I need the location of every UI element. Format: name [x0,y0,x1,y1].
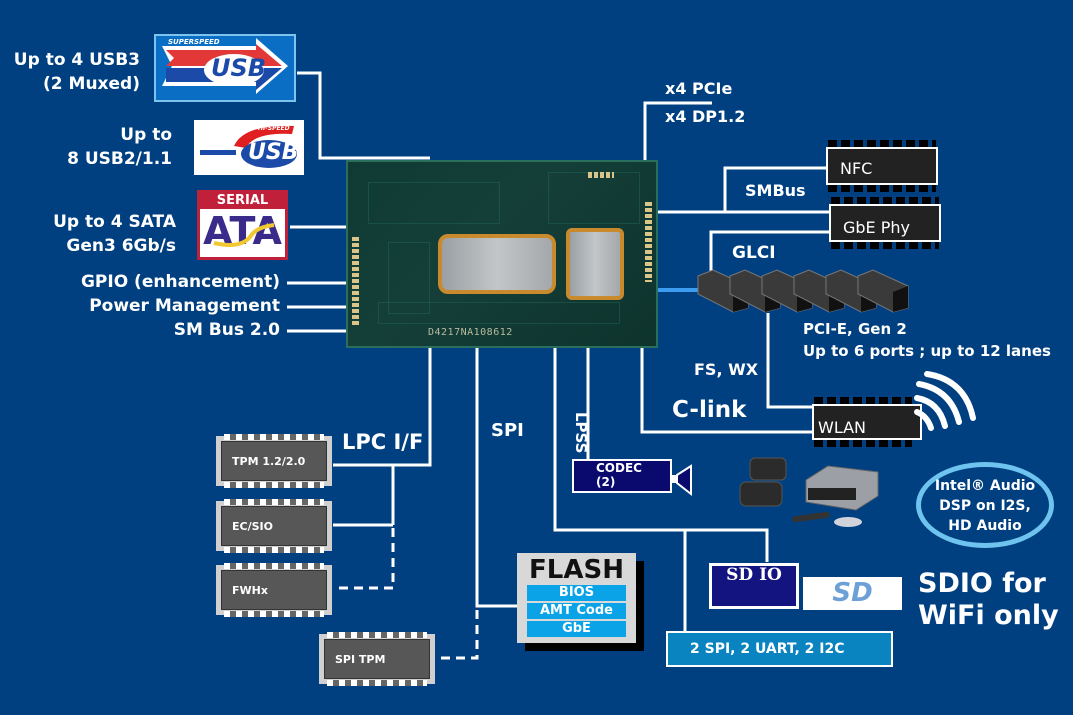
wire-smbus [658,166,830,214]
flash-chip: FLASH BIOS AMT Code GbE [517,553,636,643]
clink-label: C-link [672,397,747,423]
pch-die [566,228,624,300]
cpu-die [438,234,556,294]
nfc-chip: NFC [826,140,938,192]
soc-package: D4217NA108612 [346,160,658,348]
sdio-wifi-label: SDIO for WiFi only [918,568,1059,631]
dp-label: x4 DP1.2 [665,107,746,126]
pcie-slot [857,269,909,313]
nfc-label: NFC [840,159,873,178]
wlan-chip: WLAN [812,397,922,447]
fwhx-chip: FWHx [216,563,332,617]
flash-row-amt: AMT Code [527,603,626,619]
wifi-signal-icon [914,371,976,431]
usb3-label: Up to 4 USB3 (2 Muxed) [13,50,140,94]
sd-logo-text: SD [832,578,873,608]
sata-label: Up to 4 SATA Gen3 6Gb/s [53,212,176,256]
audio-dsp-ellipse: Intel® Audio DSP on I2S, HD Audio [916,462,1054,548]
fwhx-label: FWHx [221,570,327,610]
usb2-logo-caption: HI-SPEED [258,125,290,132]
wire-lpc [333,348,432,467]
home-audio-system-icon [739,457,879,527]
pad-row-right [645,202,652,282]
flash-row-gbe: GbE [527,621,626,637]
gbe-phy-chip: GbE Phy [829,197,941,249]
spi-label: SPI [491,420,524,441]
usb2-label: Up to 8 USB2/1.1 [67,125,172,169]
usb2-logo-text: USB [248,140,299,165]
smbus-label: SMBus [745,181,806,200]
usb-superspeed-logo: USB SUPERSPEED [154,34,296,102]
wire-clink [640,348,812,434]
wire-pcie-dp [643,101,712,160]
pad-row-left [352,237,359,325]
sd-logo: SD [803,577,902,610]
power-management-label: Power Management [89,296,280,316]
pcie-slot-group [697,269,909,313]
wire-sdio [553,348,769,562]
wire-fwh-dashed [333,528,395,590]
lpc-label: LPC I/F [342,430,424,454]
ec-sio-label: EC/SIO [221,506,327,546]
usb3-logo-text: USB [211,54,267,82]
pcie-gen2-label: PCI-E, Gen 2 Up to 6 ports ; up to 12 la… [803,320,1051,360]
glci-label: GLCI [732,243,776,263]
flash-row-bios: BIOS [527,585,626,601]
tpm-chip: TPM 1.2/2.0 [216,434,332,488]
serial-ata-logo: SERIAL ATA [197,190,288,260]
sdio-logo-text: SD IO [712,566,796,606]
peripherals-box: 2 SPI, 2 UART, 2 I2C [666,631,893,667]
speaker-icon [671,464,692,497]
ec-sio-chip: EC/SIO [216,499,332,553]
wire-usb3 [297,71,430,160]
fs-wx-label: FS, WX [694,360,759,379]
pcie-slots [693,268,923,318]
codec-box: CODEC (2) [572,459,672,493]
usb3-logo-caption: SUPERSPEED [168,38,220,46]
smbus2-label: SM Bus 2.0 [173,320,280,340]
sdio-logo: SD IO [709,563,799,609]
gpio-label: GPIO (enhancement) [80,272,280,292]
flash-title: FLASH [529,555,624,585]
lpss-label: LPSS [572,412,590,454]
sata-logo-text: ATA [203,209,282,253]
spi-tpm-chip: SPI TPM [319,632,435,686]
sata-logo-top: SERIAL [200,193,285,209]
wlan-label: WLAN [818,418,867,437]
wire-spi [475,348,517,608]
wire-spitpm-dashed [435,610,479,660]
wire-fswx [766,313,812,409]
pcie-x4-label: x4 PCIe [665,79,733,98]
tpm-label: TPM 1.2/2.0 [221,441,327,481]
package-marking: D4217NA108612 [428,327,513,338]
gbe-phy-label: GbE Phy [843,218,911,237]
spi-tpm-label: SPI TPM [324,639,430,679]
usb-hi-speed-logo: USB HI-SPEED [194,120,304,175]
